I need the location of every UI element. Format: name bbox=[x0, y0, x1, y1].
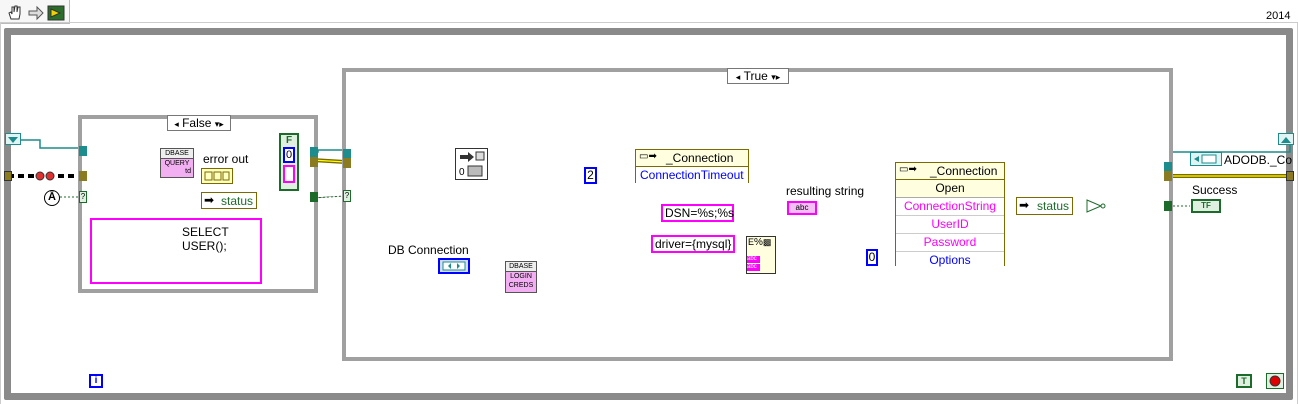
error-out-indicator[interactable] bbox=[201, 168, 233, 184]
adodb-label: ADODB._Co bbox=[1224, 153, 1293, 167]
error-dots-icon bbox=[34, 170, 56, 182]
options-constant[interactable]: 0 bbox=[866, 249, 878, 266]
query-string-constant[interactable]: SELECT USER(); bbox=[90, 218, 262, 284]
stop-icon[interactable] bbox=[1266, 373, 1284, 389]
not-gate-icon bbox=[1085, 198, 1107, 214]
true-tunnel-right-2 bbox=[1164, 171, 1172, 181]
param-password[interactable]: Password bbox=[923, 235, 977, 249]
unbundle-arrow-icon-2: ➡ bbox=[1019, 198, 1030, 212]
dbase-login-sub: CREDS bbox=[508, 282, 534, 289]
db-connection-label: DB Connection bbox=[388, 243, 469, 257]
bundle-top: F bbox=[285, 135, 293, 146]
bundle-value: 0 bbox=[283, 147, 295, 163]
error-out-label: error out bbox=[203, 152, 249, 166]
dbase-query-title: DBASE bbox=[161, 149, 193, 159]
status-label-right: status bbox=[1037, 199, 1070, 213]
connection-property-node[interactable]: ▭➡ _Connection ConnectionTimeout bbox=[635, 149, 749, 183]
format-input-abc-1: abc bbox=[747, 256, 760, 263]
run-icon[interactable] bbox=[47, 4, 67, 22]
resulting-string-label: resulting string bbox=[786, 184, 865, 198]
property-node-icon: ▭➡ bbox=[639, 151, 657, 162]
info-icon[interactable]: i bbox=[89, 374, 103, 388]
left-error-terminal bbox=[4, 171, 12, 181]
case-tunnel-right-3 bbox=[310, 192, 318, 202]
connection-label-2: _Connection bbox=[930, 164, 998, 178]
true-tunnel-left-2 bbox=[343, 158, 351, 168]
dbase-login-creds-subvi[interactable]: DBASE LOGIN CREDS bbox=[505, 261, 537, 293]
format-into-string-node[interactable]: E%▩ abc abc bbox=[746, 236, 776, 274]
arrow-icon[interactable] bbox=[27, 4, 47, 22]
dbase-login-title: DBASE bbox=[506, 262, 536, 272]
true-tunnel-right-3 bbox=[1164, 201, 1172, 211]
bundle-string-slot bbox=[283, 165, 295, 183]
connection-invoke-node[interactable]: ▭➡ _Connection Open ConnectionString Use… bbox=[895, 162, 1005, 269]
resulting-string-indicator[interactable]: abc bbox=[787, 201, 817, 215]
param-options[interactable]: Options bbox=[929, 253, 971, 267]
unbundle-arrow-icon: ➡ bbox=[204, 193, 215, 207]
param-user-id[interactable]: UserID bbox=[931, 217, 969, 231]
case-tunnel-right-2 bbox=[310, 157, 318, 167]
case-selector-terminal: ? bbox=[79, 191, 87, 203]
format-input-abc-2: abc bbox=[747, 264, 760, 271]
db-connection-control[interactable] bbox=[438, 258, 470, 274]
right-shift-register[interactable] bbox=[1278, 133, 1294, 145]
version-label: 2014 bbox=[1266, 10, 1291, 22]
connection-label-1: _Connection bbox=[666, 151, 734, 165]
true-tunnel-right-1 bbox=[1164, 162, 1172, 172]
dsn-format-constant[interactable]: DSN=%s;%s bbox=[661, 204, 734, 222]
right-error-terminal bbox=[1286, 171, 1294, 181]
true-tunnel-left-1 bbox=[343, 149, 351, 159]
left-shift-register[interactable] bbox=[5, 133, 21, 145]
adodb-indicator[interactable] bbox=[1190, 152, 1222, 166]
true-case-selector[interactable]: ◂ True ▾▸ bbox=[727, 68, 789, 84]
to-more-specific-class-node[interactable]: 0 bbox=[455, 148, 488, 180]
loop-true-constant[interactable]: T bbox=[1236, 374, 1252, 388]
case-tunnel-left-2 bbox=[79, 171, 87, 181]
true-tunnel-left-3: ? bbox=[343, 190, 351, 202]
query-string-text: SELECT USER(); bbox=[182, 225, 229, 253]
dbase-login-label: LOGIN bbox=[510, 273, 532, 280]
timeout-constant[interactable]: 2 bbox=[584, 167, 597, 184]
svg-text:0: 0 bbox=[459, 167, 465, 178]
success-label: Success bbox=[1192, 183, 1238, 197]
connection-timeout-property[interactable]: ConnectionTimeout bbox=[640, 168, 744, 182]
case-tunnel-right-1 bbox=[310, 147, 318, 157]
case-tunnel-left bbox=[79, 146, 87, 156]
format-icon: E bbox=[748, 237, 755, 247]
param-connection-string[interactable]: ConnectionString bbox=[903, 199, 997, 213]
invoke-node-icon: ▭➡ bbox=[899, 164, 917, 175]
success-indicator[interactable]: TF bbox=[1191, 199, 1221, 213]
dbase-query-sub: td bbox=[185, 168, 191, 175]
hand-icon[interactable] bbox=[6, 4, 26, 22]
dbase-query-label: QUERY bbox=[164, 160, 190, 167]
dbase-query-subvi[interactable]: DBASE QUERY td bbox=[160, 148, 194, 178]
status-label: status bbox=[221, 194, 254, 208]
false-case-selector[interactable]: ◂ False ▾▸ bbox=[167, 115, 231, 131]
bundle-constant[interactable]: F 0 bbox=[279, 133, 299, 191]
driver-string-constant[interactable]: driver={mysql} bbox=[651, 235, 735, 253]
status-unbundle-right[interactable]: ➡ status bbox=[1016, 197, 1073, 215]
status-unbundle[interactable]: ➡ status bbox=[201, 192, 257, 209]
open-method[interactable]: Open bbox=[935, 181, 965, 195]
toolbar bbox=[0, 0, 70, 24]
iteration-compare-icon: Å bbox=[44, 190, 60, 206]
